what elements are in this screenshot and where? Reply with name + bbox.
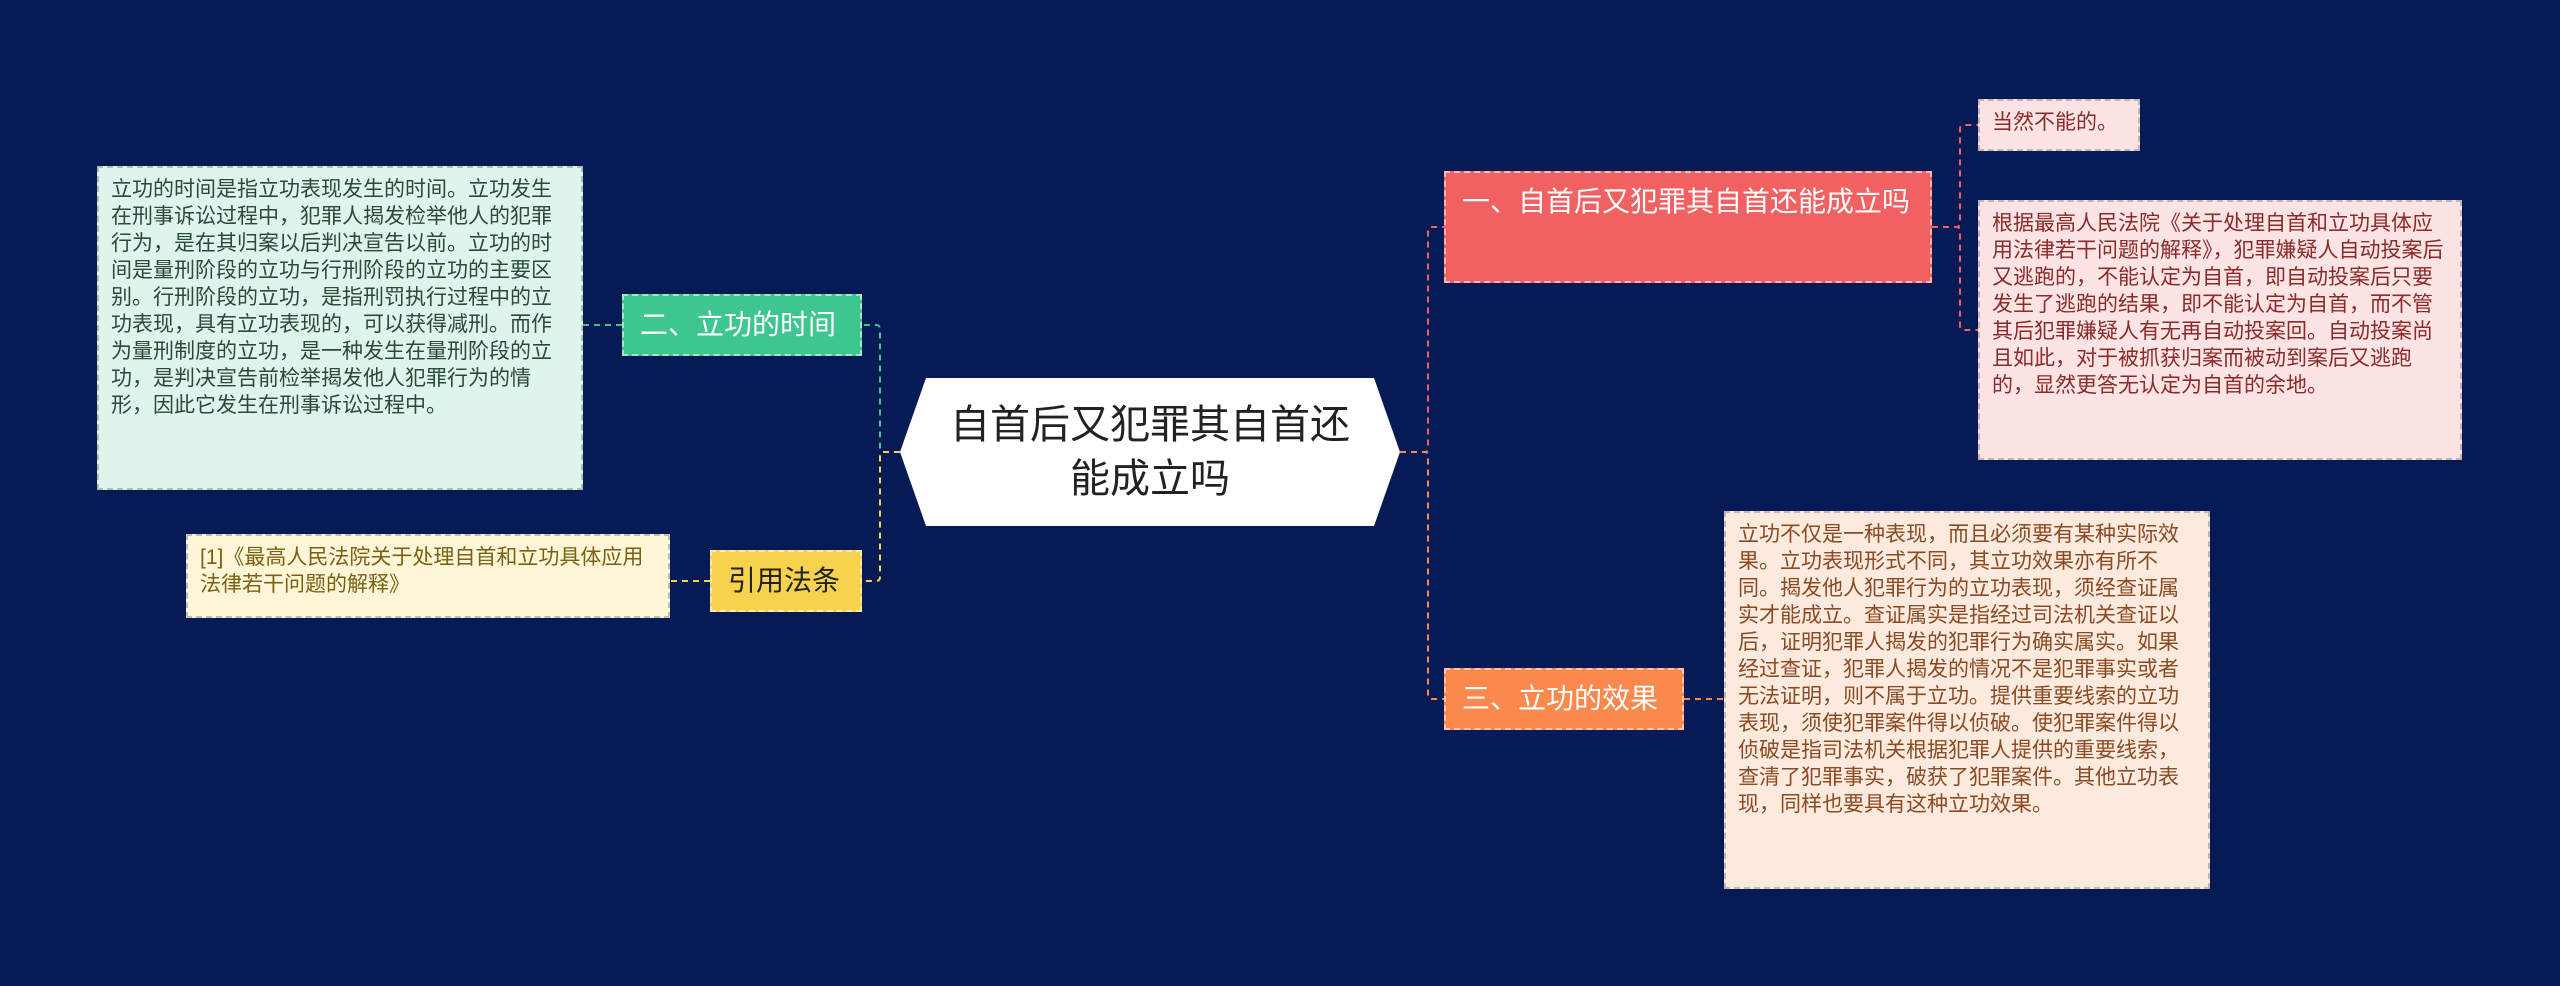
branch-cited-law[interactable]: 引用法条 <box>710 550 862 612</box>
link-root-b3 <box>862 324 900 453</box>
link-root-b1 <box>1400 226 1444 453</box>
leaf-merit-time-detail[interactable]: 立功的时间是指立功表现发生的时间。立功发生在刑事诉讼过程中，犯罪人揭发检举他人的… <box>97 166 583 490</box>
link-root-b2 <box>1400 451 1444 700</box>
link-b1-leaf2 <box>1932 226 1978 331</box>
link-b1-leaf1 <box>1932 124 1978 228</box>
leaf-answer-no[interactable]: 当然不能的。 <box>1978 99 2140 151</box>
branch-merit-time[interactable]: 二、立功的时间 <box>622 294 862 356</box>
branch-self-surrender-after-crime[interactable]: 一、自首后又犯罪其自首还能成立吗 <box>1444 171 1932 283</box>
root-title: 自首后又犯罪其自首还能成立吗 <box>950 403 1350 501</box>
leaf-judicial-interpretation[interactable]: 根据最高人民法院《关于处理自首和立功具体应用法律若干问题的解释》，犯罪嫌疑人自动… <box>1978 200 2462 460</box>
branch-merit-effect[interactable]: 三、立功的效果 <box>1444 668 1684 730</box>
link-root-b4 <box>862 451 900 582</box>
leaf-cited-law-detail[interactable]: [1]《最高人民法院关于处理自首和立功具体应用法律若干问题的解释》 <box>186 534 670 618</box>
root-topic[interactable]: 自首后又犯罪其自首还能成立吗 <box>900 378 1400 526</box>
leaf-merit-effect-detail[interactable]: 立功不仅是一种表现，而且必须要有某种实际效果。立功表现形式不同，其立功效果亦有所… <box>1724 511 2210 889</box>
